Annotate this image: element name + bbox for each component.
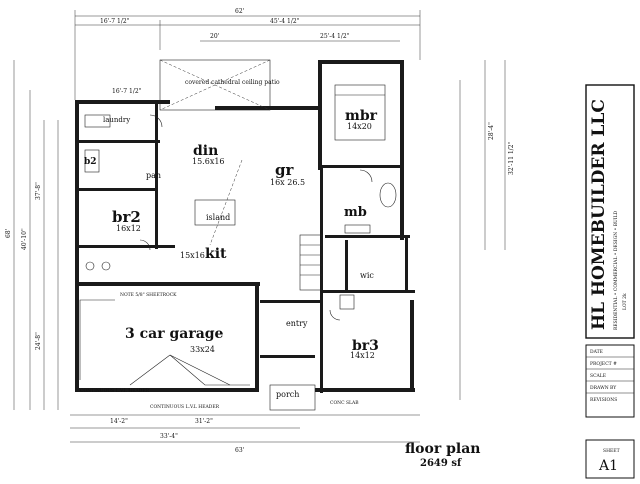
room-mb: mb: [344, 205, 367, 220]
room-mbr-size: 14x20: [347, 122, 372, 131]
dim-left-b: 37'-8": [35, 182, 42, 200]
top-dimension-lines: [74, 10, 421, 100]
dim-overall-top: 62': [235, 8, 245, 15]
dim-right-a: 32'-11 1/2": [508, 141, 515, 175]
room-garage-size: 33x24: [190, 345, 215, 354]
note-garage-left: CONTINUOUS L.V.L HEADER: [80, 388, 150, 394]
dim-bottom-b: 14'-2": [110, 418, 128, 425]
right-dimension-lines: [459, 60, 506, 400]
room-b2: b2: [84, 157, 97, 167]
room-din-size: 15.6x16: [192, 157, 225, 166]
tb-drawn-by: DRAWN BY: [590, 385, 617, 391]
room-din: din: [193, 143, 218, 159]
note-garage-bottom: CONTINUOUS L.V.L HEADER: [150, 404, 220, 410]
fixtures: [79, 59, 397, 411]
dim-top-right: 45'-4 1/2": [270, 18, 300, 25]
room-mbr: mbr: [345, 108, 378, 124]
room-br2: br2: [112, 208, 141, 226]
room-entry: entry: [286, 319, 308, 328]
tb-project: PROJECT #: [590, 361, 617, 367]
sheet-label: SHEET: [603, 448, 620, 454]
dim-right-b: 28'-4": [488, 122, 495, 140]
dim-bottom-a: 33'-4": [160, 433, 178, 440]
plan-title: floor plan: [405, 441, 480, 457]
room-gr: gr: [275, 161, 294, 179]
company-name: HL HOMEBUILDER LLC: [589, 99, 609, 330]
interior-walls: [75, 104, 415, 393]
room-br2-size: 16x12: [116, 224, 141, 233]
room-br3: br3: [352, 338, 379, 354]
room-kit-size: 15x16: [180, 251, 205, 260]
dim-second-b: 25'-4 1/2": [320, 33, 350, 40]
room-patio: covered cathedral ceiling patio: [185, 79, 280, 86]
plan-area: 2649 sf: [420, 458, 462, 469]
room-gr-size: 16x 26.5: [270, 178, 305, 187]
room-pan: pan: [146, 171, 161, 180]
room-br3-size: 14x12: [350, 351, 375, 360]
dim-left-a: 40'-10": [21, 228, 28, 250]
lot-label: LOT 2k: [622, 293, 628, 310]
note-garage: NOTE 5/8" SHEETROCK: [120, 292, 177, 298]
room-island: island: [206, 213, 230, 222]
title-block: [585, 84, 635, 479]
tb-date: DATE: [590, 349, 603, 355]
dim-patio: 16'-7 1/2": [112, 88, 142, 95]
dim-left-c: 24'-8": [35, 332, 42, 350]
dim-second-a: 20': [210, 33, 220, 40]
left-dimension-lines: [13, 60, 59, 410]
tb-revisions: REVISIONS: [590, 397, 617, 403]
dim-top-left: 16'-7 1/2": [100, 18, 130, 25]
tb-scale: SCALE: [590, 373, 606, 379]
bottom-dimension-lines: [70, 414, 420, 443]
room-wic: wic: [360, 271, 374, 280]
room-porch: porch: [276, 390, 299, 399]
dim-left-overall: 68': [5, 228, 12, 238]
room-garage: 3 car garage: [125, 326, 224, 342]
sheet-number: A1: [598, 458, 618, 474]
dim-bottom-overall: 63': [235, 447, 245, 454]
room-laundry: laundry: [103, 116, 130, 124]
note-conc-slab: CONC SLAB: [330, 400, 359, 406]
dim-bottom-c: 31'-2": [195, 418, 213, 425]
room-kit: kit: [205, 246, 227, 262]
company-subtitle: RESIDENTIAL • COMMERCIAL • DESIGN • BUIL…: [613, 210, 619, 330]
